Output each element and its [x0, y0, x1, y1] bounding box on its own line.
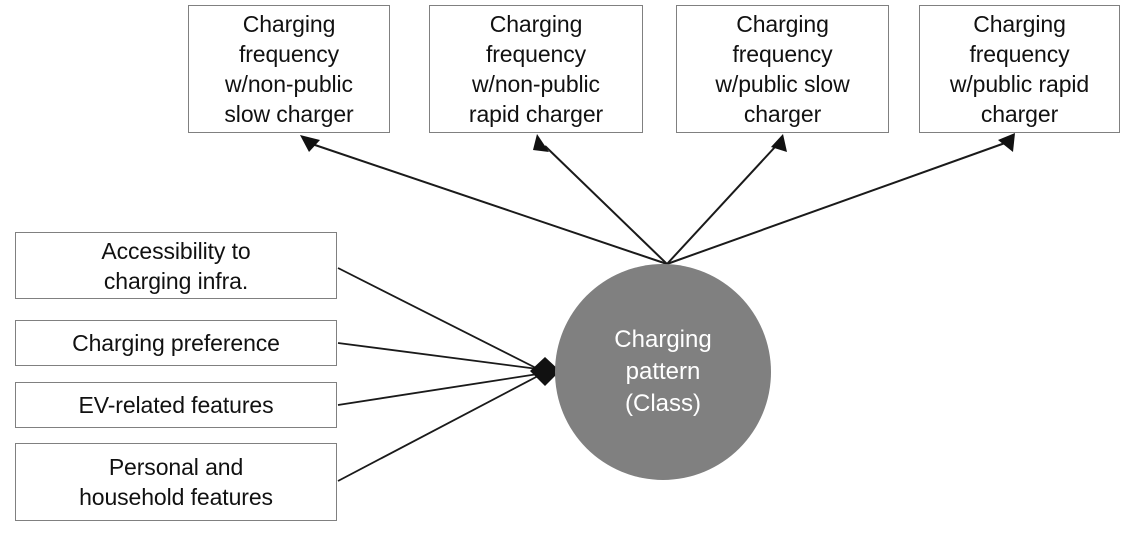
- feature-box-label: Charging preference: [72, 330, 280, 356]
- target-box-charging-frequency-public-slow[interactable]: Charging frequency w/public slow charger: [676, 5, 889, 133]
- arrowhead-public-rapid: [998, 133, 1015, 152]
- target-box-charging-frequency-public-rapid[interactable]: Charging frequency w/public rapid charge…: [919, 5, 1120, 133]
- edge-class-to-non-public-rapid: [544, 145, 668, 265]
- edge-class-to-public-slow: [666, 146, 776, 265]
- feature-box-ev-related-features[interactable]: EV-related features: [15, 382, 337, 428]
- feature-box-accessibility-to-charging-infra[interactable]: Accessibility to charging infra.: [15, 232, 337, 299]
- feature-box-label: Personal and household features: [79, 454, 273, 510]
- arrowhead-non-public-rapid: [533, 134, 549, 152]
- target-box-charging-frequency-non-public-rapid[interactable]: Charging frequency w/non-public rapid ch…: [429, 5, 643, 133]
- feature-box-label: EV-related features: [78, 392, 274, 418]
- edge-class-to-public-rapid: [666, 142, 1006, 265]
- feature-box-personal-and-household-features[interactable]: Personal and household features: [15, 443, 337, 521]
- target-box-label: Charging frequency w/public rapid charge…: [949, 11, 1090, 127]
- target-box-label: Charging frequency w/public slow charger: [715, 11, 850, 127]
- feature-box-charging-preference[interactable]: Charging preference: [15, 320, 337, 366]
- class-node-label: Charging pattern (Class): [614, 326, 712, 417]
- class-node-charging-pattern[interactable]: Charging pattern (Class): [555, 264, 771, 480]
- class-to-target-edges: [300, 133, 1015, 265]
- target-box-label: Charging frequency w/non-public slow cha…: [224, 11, 354, 127]
- feature-box-label: Accessibility to charging infra.: [101, 237, 251, 294]
- feature-to-class-edges: [337, 267, 560, 482]
- edge-ev-features-to-class: [337, 373, 539, 406]
- target-box-label: Charging frequency w/non-public rapid ch…: [468, 11, 604, 127]
- edge-charging-preference-to-class: [337, 342, 539, 370]
- target-box-charging-frequency-non-public-slow[interactable]: Charging frequency w/non-public slow cha…: [188, 5, 390, 133]
- arrowhead-non-public-slow: [300, 135, 320, 152]
- edge-class-to-non-public-slow: [311, 143, 668, 265]
- edge-accessibility-to-class: [337, 267, 539, 370]
- edge-personal-features-to-class: [337, 375, 539, 482]
- arrowhead-public-slow: [771, 134, 787, 152]
